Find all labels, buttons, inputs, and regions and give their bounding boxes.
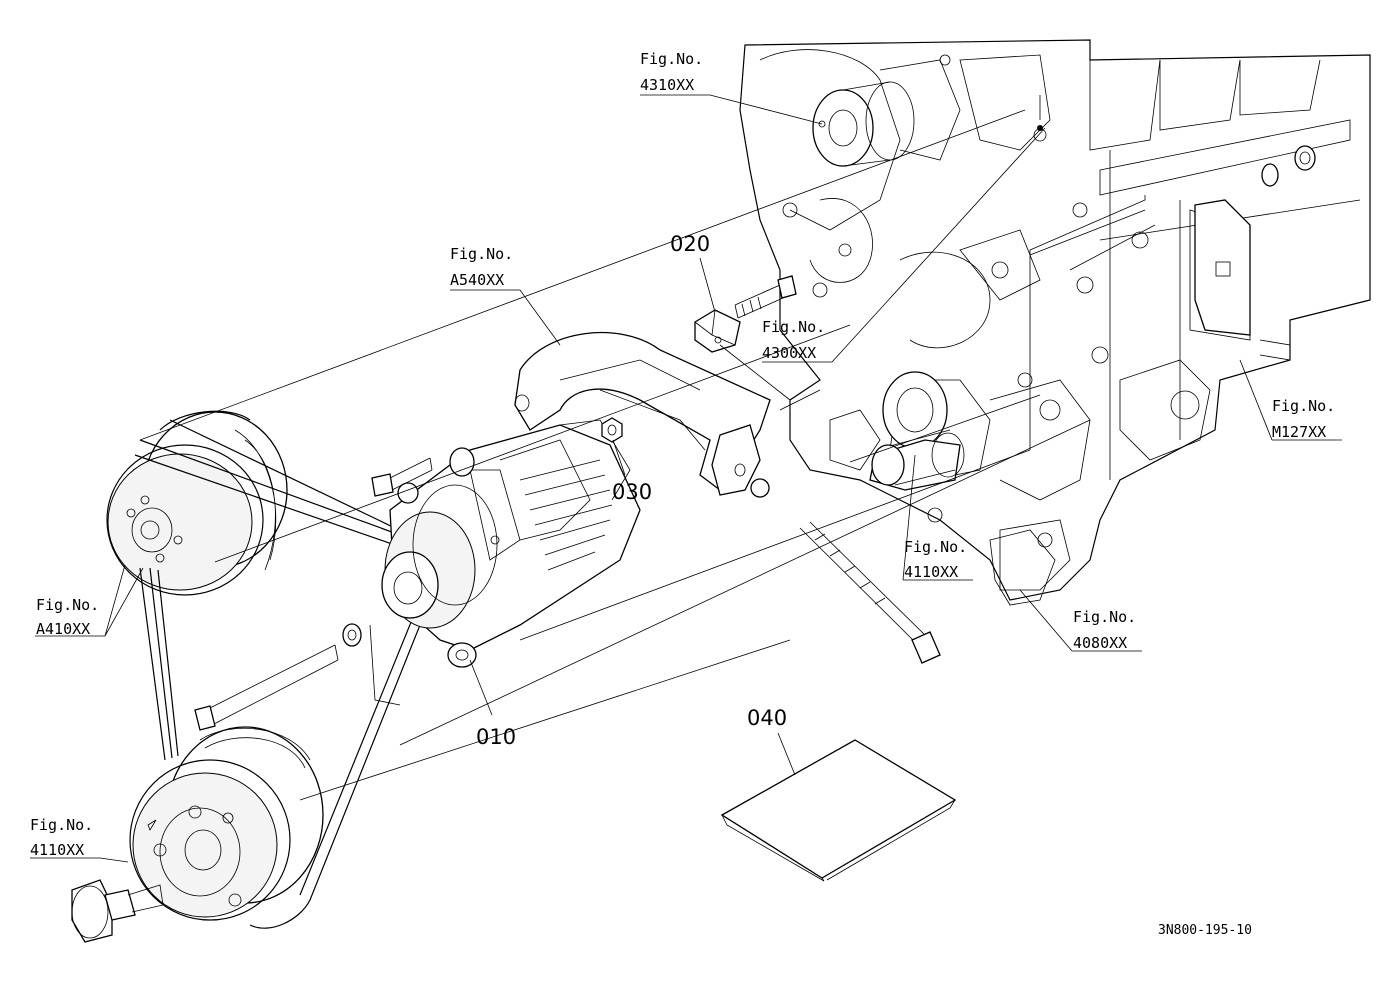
leader-lines [30, 94, 1342, 863]
alternator-bolts [194, 457, 433, 731]
fig-ref-m127xx[interactable]: Fig.No. M127XX [1272, 397, 1335, 441]
part-030-nut [601, 417, 623, 443]
fan-pulley [106, 410, 288, 596]
fig-ref-4310xx-line2: 4310XX [640, 76, 694, 94]
fig-ref-4110xx-pump-line1: Fig.No. [904, 538, 967, 556]
fig-ref-4300xx-line1: Fig.No. [762, 318, 825, 336]
fig-ref-a540xx[interactable]: Fig.No. A540XX [450, 245, 513, 289]
fig-ref-4310xx[interactable]: Fig.No. 4310XX [640, 50, 703, 94]
fig-ref-4080xx-line1: Fig.No. [1073, 608, 1136, 626]
adjusting-bracket [514, 332, 771, 496]
fig-ref-4110xx-crank-line2: 4110XX [30, 841, 84, 859]
fig-ref-4110xx-crank-line1: Fig.No. [30, 816, 93, 834]
fig-ref-m127xx-line1: Fig.No. [1272, 397, 1335, 415]
callout-020[interactable]: 020 [670, 232, 710, 256]
drawing-code: 3N800-195-10 [1158, 923, 1252, 938]
part-number-callouts: 020 030 010 040 [476, 232, 787, 749]
fig-ref-a410xx-line1: Fig.No. [36, 596, 99, 614]
callout-010[interactable]: 010 [476, 725, 516, 749]
fig-ref-4080xx-line2: 4080XX [1073, 634, 1127, 652]
callout-030[interactable]: 030 [612, 480, 652, 504]
fig-ref-4310xx-line1: Fig.No. [640, 50, 703, 68]
fig-ref-a540xx-line1: Fig.No. [450, 245, 513, 263]
crankshaft-pulley [129, 726, 324, 921]
water-pump-flange [812, 81, 915, 167]
part-020-block [694, 275, 797, 353]
timing-case-outline [989, 529, 1056, 606]
fig-ref-a410xx[interactable]: Fig.No. A410XX [36, 596, 99, 638]
callout-040[interactable]: 040 [747, 706, 787, 730]
fig-ref-4080xx[interactable]: Fig.No. 4080XX [1073, 608, 1136, 652]
engine-block [739, 39, 1371, 601]
pump-shaft-area [869, 371, 965, 491]
alternator [381, 419, 641, 668]
fig-ref-4110xx-crank[interactable]: Fig.No. 4110XX [30, 816, 93, 859]
fig-ref-4110xx-pump-line2: 4110XX [904, 563, 958, 581]
fig-ref-a540xx-line2: A540XX [450, 271, 504, 289]
fig-ref-4300xx[interactable]: Fig.No. 4300XX [762, 318, 825, 362]
crankshaft-bolt [71, 879, 164, 943]
fig-ref-4110xx-pump[interactable]: Fig.No. 4110XX [904, 538, 967, 581]
long-adjusting-bolt [750, 478, 941, 664]
fig-ref-a410xx-line2: A410XX [36, 620, 90, 638]
fig-ref-4300xx-line2: 4300XX [762, 344, 816, 362]
fig-ref-m127xx-line2: M127XX [1272, 423, 1326, 441]
figure-reference-labels: Fig.No. 4310XX Fig.No. A540XX Fig.No. 43… [30, 50, 1335, 859]
part-040-sheet [720, 739, 957, 882]
